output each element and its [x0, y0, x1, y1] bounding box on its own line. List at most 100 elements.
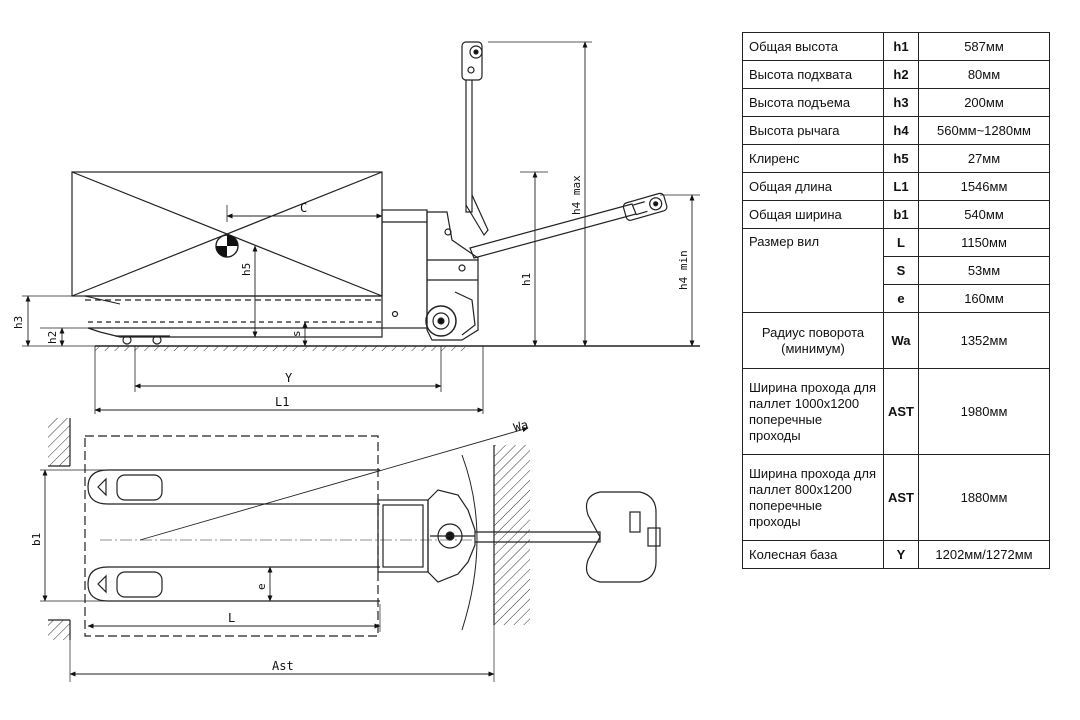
label-h1: h1	[520, 273, 533, 286]
symbol-cell: AST	[883, 454, 919, 541]
table-row: Высота подхвата h2 80мм	[742, 60, 1050, 89]
side-view	[22, 41, 700, 414]
wall-left-top	[48, 418, 70, 466]
symbol-cell: e	[883, 284, 919, 313]
param-cell: Общая высота	[742, 32, 884, 61]
label-h2: h2	[46, 331, 59, 344]
load-roller-icon	[115, 335, 170, 345]
value-cell: 1880мм	[918, 454, 1050, 541]
param-cell: Колесная база	[742, 540, 884, 569]
param-cell: Радиус поворота (минимум)	[742, 312, 884, 369]
symbol-cell: h5	[883, 144, 919, 173]
truck-body-side	[381, 209, 428, 329]
top-dimension-lines	[40, 469, 495, 682]
value-cell: 587мм	[918, 32, 1050, 61]
value-cell: 560мм~1280мм	[918, 116, 1050, 145]
value-cell: 200мм	[918, 88, 1050, 117]
value-cell: 27мм	[918, 144, 1050, 173]
param-cell: Высота подъема	[742, 88, 884, 117]
wall-right	[494, 445, 530, 625]
table-row: Общая длина L1 1546мм	[742, 172, 1050, 201]
tiller-vertical	[465, 80, 473, 213]
value-cell: 53мм	[918, 256, 1050, 285]
fork-top-lower	[87, 566, 380, 602]
label-L: L	[228, 611, 235, 625]
dim-Wa	[139, 427, 529, 541]
fork-side	[87, 327, 383, 338]
label-Wa: Wa	[512, 417, 530, 434]
table-row: Высота рычага h4 560мм~1280мм	[742, 116, 1050, 145]
value-cell: 160мм	[918, 284, 1050, 313]
ground-hatch	[95, 346, 465, 351]
table-row: Размер вил L 1150мм	[742, 228, 1050, 313]
label-L1: L1	[275, 395, 289, 409]
center-of-gravity-icon	[215, 234, 239, 258]
label-h4-min: h4 min	[677, 250, 690, 290]
param-cell: Ширина прохода для паллет 800x1200 попер…	[742, 454, 884, 541]
param-cell: Высота подхвата	[742, 60, 884, 89]
table-row: e 160мм	[743, 284, 1050, 313]
drive-unit-side	[426, 211, 479, 341]
tiller-head-vertical-icon	[461, 41, 483, 81]
symbol-cell: Wa	[883, 312, 919, 369]
fork-roller-top-icon	[116, 474, 163, 598]
value-cell: 1352мм	[918, 312, 1050, 369]
symbol-cell: h1	[883, 32, 919, 61]
label-h4-max: h4 max	[570, 175, 583, 215]
label-h5: h5	[240, 263, 253, 276]
table-row: Общая высота h1 587мм	[742, 32, 1050, 61]
pallet-truck-drawing: C h5 s h1 h4 max h4 min h3 h2 Y L1	[12, 41, 700, 682]
table-row: S 53мм	[743, 256, 1050, 285]
tiller-head-inclined-icon	[622, 192, 668, 221]
extension-lines	[22, 41, 700, 414]
table-row: Клиренс h5 27мм	[742, 144, 1050, 173]
label-h3: h3	[12, 316, 25, 329]
table-row: Радиус поворота (минимум) Wa 1352мм	[742, 312, 1050, 369]
tiller-inclined	[469, 203, 637, 259]
table-row: Ширина прохода для паллет 800x1200 попер…	[742, 454, 1050, 541]
symbol-cell: L	[883, 228, 919, 257]
label-Y: Y	[285, 371, 293, 385]
table-row: Высота подъема h3 200мм	[742, 88, 1050, 117]
symbol-cell: h4	[883, 116, 919, 145]
label-s: s	[290, 330, 303, 337]
load-cross-b	[71, 171, 383, 297]
symbol-cell: AST	[883, 368, 919, 455]
label-Ast: Ast	[272, 659, 294, 673]
value-cell: 540мм	[918, 200, 1050, 229]
param-cell: Клиренс	[742, 144, 884, 173]
turning-radius-arc	[461, 454, 478, 631]
symbol-cell: h3	[883, 88, 919, 117]
fork-top-upper	[87, 469, 380, 505]
param-cell: Высота рычага	[742, 116, 884, 145]
top-view	[40, 418, 661, 682]
param-cell: Размер вил	[742, 228, 884, 313]
dimension-lines	[25, 41, 695, 413]
table-row: Общая ширина b1 540мм	[742, 200, 1050, 229]
param-cell: Общая длина	[742, 172, 884, 201]
spec-table: Общая высота h1 587мм Высота подхвата h2…	[742, 32, 1050, 569]
truck-body-top	[377, 499, 429, 573]
value-cell: 80мм	[918, 60, 1050, 89]
label-b1: b1	[30, 533, 43, 546]
table-row: Ширина прохода для паллет 1000x1200 попе…	[742, 368, 1050, 455]
top-view-labels: b1 e L Ast Wa	[30, 417, 530, 673]
symbol-cell: S	[883, 256, 919, 285]
label-e: e	[255, 583, 268, 590]
param-cell: Общая ширина	[742, 200, 884, 229]
pallet-outline-top	[84, 435, 379, 637]
tiller-handle-top	[585, 491, 657, 583]
value-cell: 1980мм	[918, 368, 1050, 455]
drive-unit-top	[427, 489, 476, 583]
wall-left-bottom	[48, 620, 70, 640]
symbol-cell: b1	[883, 200, 919, 229]
side-view-labels: C h5 s h1 h4 max h4 min h3 h2 Y L1	[12, 175, 690, 409]
param-cell: Ширина прохода для паллет 1000x1200 попе…	[742, 368, 884, 455]
symbol-cell: h2	[883, 60, 919, 89]
value-cell: 1150мм	[918, 228, 1050, 257]
symbol-cell: L1	[883, 172, 919, 201]
value-cell: 1546мм	[918, 172, 1050, 201]
label-C: C	[300, 201, 307, 215]
table-row: Колесная база Y 1202мм/1272мм	[742, 540, 1050, 569]
drive-wheel-icon	[425, 305, 457, 337]
